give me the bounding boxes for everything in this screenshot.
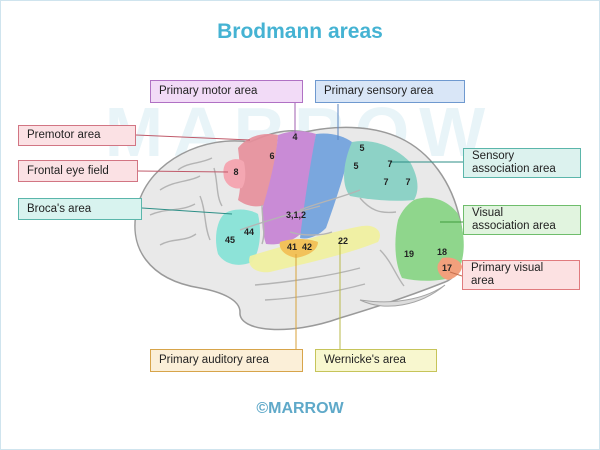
leader-frontal-eye [137,170,229,173]
cerebellum [359,284,446,307]
area-number-44: 44 [244,227,254,237]
area-premotor [238,134,278,207]
area-primary-motor [262,131,316,245]
area-number-19: 19 [404,249,414,259]
label-frontal-eye-field-text: Frontal eye field [27,164,109,177]
label-premotor: Premotor area [18,125,136,146]
area-number-22: 22 [338,236,348,246]
area-number-45: 45 [225,235,235,245]
label-sensory-association: Sensory association area [463,148,581,178]
area-number-17: 17 [442,263,452,273]
label-wernicke-text: Wernicke's area [324,354,406,366]
label-primary-sensory: Primary sensory area [315,80,465,103]
area-number-41: 41 [287,242,297,252]
leader-lines [135,102,463,350]
label-wernicke: Wernicke's area [315,349,437,372]
label-sensory-association-text: Sensory association area [472,150,556,175]
area-number-7-c: 7 [405,177,410,187]
label-primary-motor-text: Primary motor area [159,85,258,97]
label-frontal-eye-field: Frontal eye field [18,160,138,182]
area-number-18: 18 [437,247,447,257]
area-number-7-b: 7 [383,177,388,187]
area-number-42: 42 [302,242,312,252]
sulci-lines [149,157,405,301]
diagram-title: Brodmann areas [217,20,383,43]
area-frontal-eye-field [223,159,246,189]
area-broca [216,209,260,265]
leader-primary-visual [449,271,463,277]
area-number-5-upper: 5 [359,143,364,153]
label-primary-visual: Primary visual area [462,260,580,290]
label-premotor-text: Premotor area [27,129,101,141]
area-number-4: 4 [292,132,297,142]
leader-premotor [135,134,251,141]
label-primary-motor: Primary motor area [150,80,303,103]
label-visual-association: Visual association area [463,205,581,235]
label-broca-text: Broca's area [27,202,92,215]
label-primary-auditory-text: Primary auditory area [159,354,269,366]
area-primary-auditory [279,239,318,258]
footer-brand: ©MARROW [256,400,344,417]
area-number-3-1-2: 3,1,2 [286,210,306,220]
label-primary-auditory: Primary auditory area [150,349,303,372]
area-number-8: 8 [233,167,238,177]
label-visual-association-text: Visual association area [472,207,556,232]
leader-broca [141,207,233,215]
area-primary-sensory [300,133,352,239]
area-sensory-association [344,140,418,201]
label-primary-visual-text: Primary visual area [471,262,544,287]
label-broca: Broca's area [18,198,142,220]
label-primary-sensory-text: Primary sensory area [324,85,434,97]
area-number-5-lower: 5 [353,161,358,171]
area-number-7-a: 7 [387,159,392,169]
area-number-6: 6 [269,151,274,161]
